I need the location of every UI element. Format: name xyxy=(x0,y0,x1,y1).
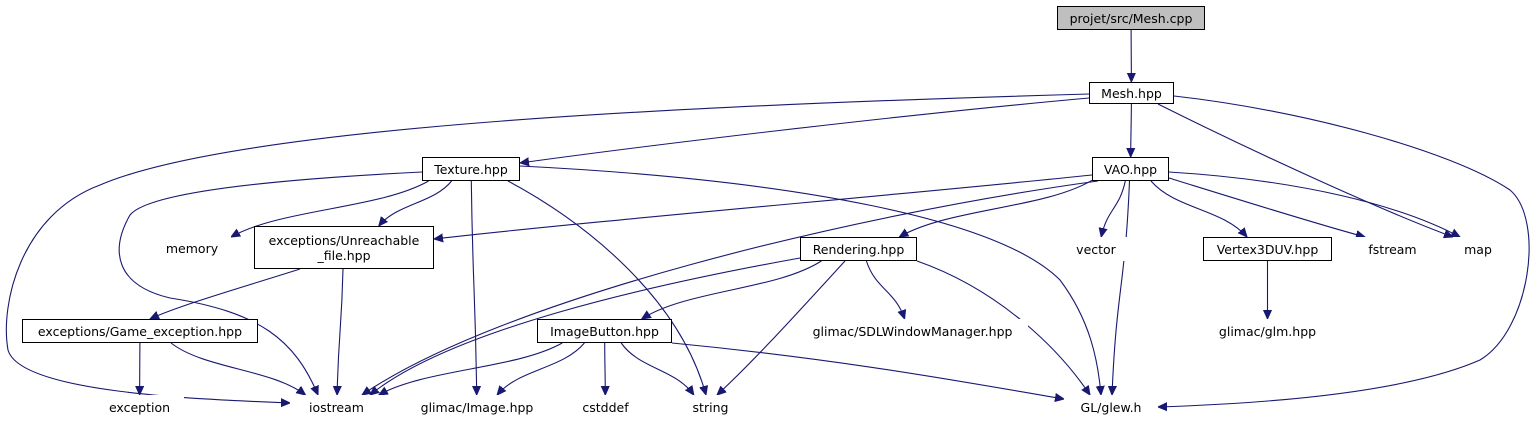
node-label: memory xyxy=(165,240,219,256)
edge-texture-hpp-to-glew xyxy=(519,165,1101,395)
node-label: projet/src/Mesh.cpp xyxy=(1069,10,1193,26)
node-label: exception xyxy=(108,399,171,415)
node-label: glimac/Image.hpp xyxy=(420,399,534,415)
edge-rendering-hpp-to-sdlwindow xyxy=(865,260,904,319)
node-label: GL/glew.h xyxy=(1080,399,1142,415)
node-image-hpp: glimac/Image.hpp xyxy=(407,395,547,419)
node-label: exceptions/Game_exception.hpp xyxy=(37,323,243,339)
node-glm: glimac/glm.hpp xyxy=(1206,319,1329,343)
edge-vao-hpp-to-unreachable xyxy=(434,174,1093,239)
node-memory: memory xyxy=(153,233,231,263)
edge-mesh-hpp-to-texture-hpp xyxy=(520,97,1090,163)
edge-unreachable-to-iostream xyxy=(337,268,344,395)
node-vao-hpp[interactable]: VAO.hpp xyxy=(1092,157,1169,181)
node-mesh-cpp[interactable]: projet/src/Mesh.cpp xyxy=(1057,6,1205,30)
node-label: string xyxy=(692,399,729,415)
node-label: ImageButton.hpp xyxy=(550,323,659,339)
node-iostream: iostream xyxy=(290,395,383,419)
node-texture-hpp[interactable]: Texture.hpp xyxy=(422,157,520,181)
edge-imagebutton-to-string xyxy=(620,342,694,395)
edge-vao-hpp-to-vertex3duv xyxy=(1150,180,1247,237)
edge-mesh-hpp-to-glew xyxy=(1158,95,1530,407)
node-label: Rendering.hpp xyxy=(812,241,905,257)
edge-imagebutton-to-glew xyxy=(671,342,1064,399)
node-string: string xyxy=(681,395,740,419)
node-vertex3duv[interactable]: Vertex3DUV.hpp xyxy=(1203,237,1332,261)
node-cstddef: cstddef xyxy=(571,395,640,419)
node-label: Mesh.hpp xyxy=(1101,85,1162,101)
edge-imagebutton-to-cstddef xyxy=(605,342,606,395)
edge-texture-hpp-to-memory xyxy=(231,180,429,237)
node-label: vector xyxy=(1076,241,1116,257)
edge-vao-hpp-to-map xyxy=(1168,171,1460,237)
node-imagebutton[interactable]: ImageButton.hpp xyxy=(537,319,672,343)
edge-mesh-hpp-to-iostream xyxy=(5,93,1090,403)
node-label: cstddef xyxy=(582,399,629,415)
node-label: VAO.hpp xyxy=(1103,161,1158,177)
edge-texture-hpp-to-unreachable xyxy=(379,180,453,226)
node-map: map xyxy=(1453,237,1503,261)
node-sdlwindow: glimac/SDLWindowManager.hpp xyxy=(797,319,1028,343)
node-label: Vertex3DUV.hpp xyxy=(1216,241,1319,257)
edge-layer xyxy=(5,29,1530,407)
edge-rendering-hpp-to-iostream xyxy=(370,257,801,395)
node-label: _file.hpp xyxy=(317,247,371,263)
node-fstream: fstream xyxy=(1355,237,1430,261)
node-mesh-hpp[interactable]: Mesh.hpp xyxy=(1089,82,1174,104)
edge-rendering-hpp-to-imagebutton xyxy=(642,260,822,319)
edge-game-exception-to-iostream xyxy=(170,342,306,395)
edge-vao-hpp-to-iostream xyxy=(362,180,1099,395)
node-rendering-hpp[interactable]: Rendering.hpp xyxy=(800,237,917,261)
edge-mesh-hpp-to-vao-hpp xyxy=(1131,103,1132,157)
node-label: iostream xyxy=(309,399,364,415)
edge-vao-hpp-to-rendering-hpp xyxy=(899,179,1093,237)
edge-imagebutton-to-iostream xyxy=(379,342,563,395)
node-glew: GL/glew.h xyxy=(1064,395,1158,419)
edge-texture-hpp-to-string xyxy=(507,180,706,395)
edge-mesh-hpp-to-map xyxy=(1157,103,1453,237)
node-game-exception[interactable]: exceptions/Game_exception.hpp xyxy=(22,319,258,343)
node-unreachable[interactable]: exceptions/Unreachable_file.hpp xyxy=(254,226,434,269)
edge-unreachable-to-game-exception xyxy=(150,268,301,319)
edge-vao-hpp-to-glew xyxy=(1112,180,1131,395)
node-label: fstream xyxy=(1368,241,1417,257)
edge-vao-hpp-to-fstream xyxy=(1168,177,1365,237)
node-label: map xyxy=(1464,241,1492,257)
node-exception: exception xyxy=(95,395,184,419)
edge-rendering-hpp-to-string xyxy=(717,260,846,395)
edge-texture-hpp-to-image-hpp xyxy=(470,180,476,395)
node-label: glimac/SDLWindowManager.hpp xyxy=(812,323,1013,339)
edge-vao-hpp-to-vector xyxy=(1101,180,1126,237)
node-label: Texture.hpp xyxy=(434,161,508,177)
edge-texture-hpp-to-iostream xyxy=(118,171,423,395)
node-label: glimac/glm.hpp xyxy=(1218,323,1317,339)
node-label: exceptions/Unreachable xyxy=(268,232,420,248)
node-vector: vector xyxy=(1065,237,1127,261)
edge-imagebutton-to-image-hpp xyxy=(497,342,585,395)
